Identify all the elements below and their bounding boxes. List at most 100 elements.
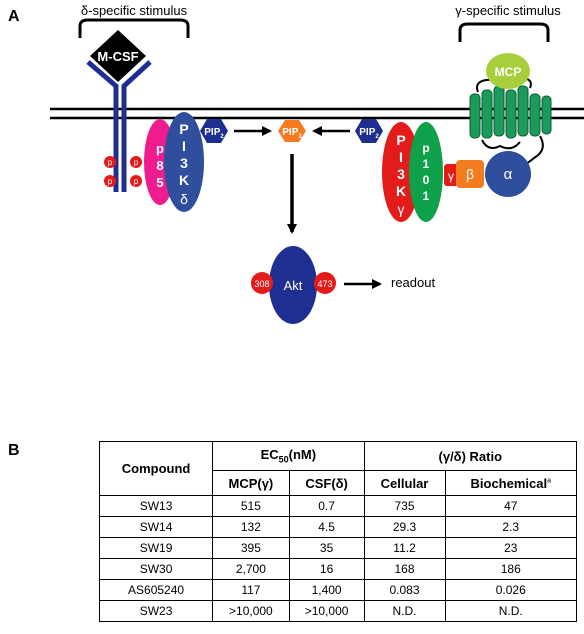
table-cell: 2,700 [212, 558, 290, 580]
akt-site-308 [251, 272, 273, 294]
table-cell: 117 [212, 579, 290, 601]
mcp-ligand [486, 53, 530, 89]
pi3k-gamma-label: P I 3 K γ [396, 132, 406, 217]
pip3 [278, 120, 306, 142]
pip2-right [355, 119, 383, 143]
pi3k-delta-subunit [164, 112, 204, 212]
biochemical-header: Biochemicala [444, 470, 578, 496]
results-table: Compound EC50(nM) (γ/δ) Ratio MCP(γ) CSF… [98, 441, 578, 622]
svg-text:γ: γ [398, 201, 405, 217]
g-alpha-subunit [485, 151, 531, 197]
g-gamma-subunit [444, 164, 458, 186]
table-cell: 186 [444, 558, 578, 580]
mcsf-label: M-CSF [97, 49, 138, 64]
table-cell: SW19 [98, 537, 214, 559]
svg-text:P: P [179, 121, 188, 137]
akt-site-473-label: 473 [317, 279, 332, 289]
pip2-left-label: PIP2 [204, 127, 224, 140]
table-cell: 0.026 [444, 579, 578, 601]
readout-label: readout [391, 275, 435, 290]
ratio-header: (γ/δ) Ratio [363, 441, 578, 471]
table-cell: 735 [363, 495, 446, 517]
table-cell: SW30 [98, 558, 214, 580]
svg-text:p: p [108, 158, 113, 167]
table-cell: 47 [444, 495, 578, 517]
table-row: SW23 >10,000 >10,000 N.D. N.D. [98, 600, 578, 622]
table-cell: SW13 [98, 495, 214, 517]
p85-label: p 8 5 [156, 141, 164, 190]
table-cell: >10,000 [288, 600, 365, 622]
csf-delta-header: CSF(δ) [288, 470, 365, 496]
svg-text:K: K [396, 183, 406, 199]
svg-text:1: 1 [423, 157, 430, 171]
svg-text:I: I [399, 149, 403, 165]
table-cell: >10,000 [212, 600, 290, 622]
table-cell: N.D. [444, 600, 578, 622]
table-cell: 2.3 [444, 516, 578, 538]
svg-text:p: p [134, 158, 139, 167]
table-cell: 515 [212, 495, 290, 517]
signaling-diagram: δ-specific stimulus γ-specific stimulus … [50, 3, 584, 324]
pip3-label: PIP3 [282, 127, 302, 140]
g-beta-label: β [466, 166, 474, 182]
table-cell: 35 [288, 537, 365, 559]
table-cell: 29.3 [363, 516, 446, 538]
table-cell: 132 [212, 516, 290, 538]
svg-text:P: P [396, 132, 405, 148]
svg-text:p: p [134, 177, 139, 186]
table-cell: 23 [444, 537, 578, 559]
p101-label: p 1 0 1 [422, 141, 429, 203]
pip2-right-label: PIP2 [359, 127, 379, 140]
table-row: SW14 132 4.5 29.3 2.3 [98, 516, 578, 538]
panel-label-a: A [8, 8, 20, 25]
svg-text:K: K [179, 172, 189, 188]
akt-site-308-label: 308 [254, 279, 269, 289]
panel-label-b: B [8, 442, 20, 459]
akt [269, 246, 317, 324]
svg-text:5: 5 [156, 175, 163, 190]
table-row: SW13 515 0.7 735 47 [98, 495, 578, 517]
table-cell: AS605240 [98, 579, 214, 601]
svg-text:0: 0 [423, 173, 430, 187]
g-beta-subunit [456, 160, 484, 188]
table-cell: SW23 [98, 600, 214, 622]
table-cell: SW14 [98, 516, 214, 538]
svg-text:p: p [108, 177, 113, 186]
svg-text:3: 3 [397, 166, 405, 182]
mcp-gamma-header: MCP(γ) [212, 470, 290, 496]
mcsf-ligand [90, 30, 146, 82]
table-cell: 0.7 [288, 495, 365, 517]
akt-label: Akt [284, 278, 303, 293]
svg-text:1: 1 [423, 189, 430, 203]
table-cell: 16 [288, 558, 365, 580]
delta-stimulus-bracket [78, 18, 190, 38]
table-row: SW19 395 35 11.2 23 [98, 537, 578, 559]
table-cell: 4.5 [288, 516, 365, 538]
ec50-header: EC50(nM) [212, 441, 365, 471]
akt-site-473 [314, 272, 336, 294]
table-cell: 168 [363, 558, 446, 580]
compound-header: Compound [98, 441, 214, 496]
table-cell: 395 [212, 537, 290, 559]
svg-text:3: 3 [180, 155, 188, 171]
pi3k-delta-label: P I 3 K δ [179, 121, 189, 207]
p101-subunit [409, 122, 443, 222]
svg-text:I: I [182, 138, 186, 154]
svg-text:δ: δ [180, 191, 188, 207]
g-alpha-label: α [504, 166, 513, 183]
phospho-sites: p p p p [104, 156, 142, 187]
cellular-header: Cellular [363, 470, 446, 496]
delta-stimulus-label: δ-specific stimulus [81, 3, 188, 18]
pip2-left [200, 119, 228, 143]
table-cell: 11.2 [363, 537, 446, 559]
pi3k-gamma-subunit [382, 122, 420, 222]
table-cell: 1,400 [288, 579, 365, 601]
svg-text:8: 8 [156, 158, 163, 173]
table-row: SW30 2,700 16 168 186 [98, 558, 578, 580]
gamma-stimulus-label: γ-specific stimulus [455, 3, 561, 18]
g-gamma-label: γ [448, 169, 454, 183]
table-cell: 0.083 [363, 579, 446, 601]
mcp-label: MCP [495, 65, 522, 79]
table-row: AS605240 117 1,400 0.083 0.026 [98, 579, 578, 601]
svg-text:p: p [156, 141, 164, 156]
